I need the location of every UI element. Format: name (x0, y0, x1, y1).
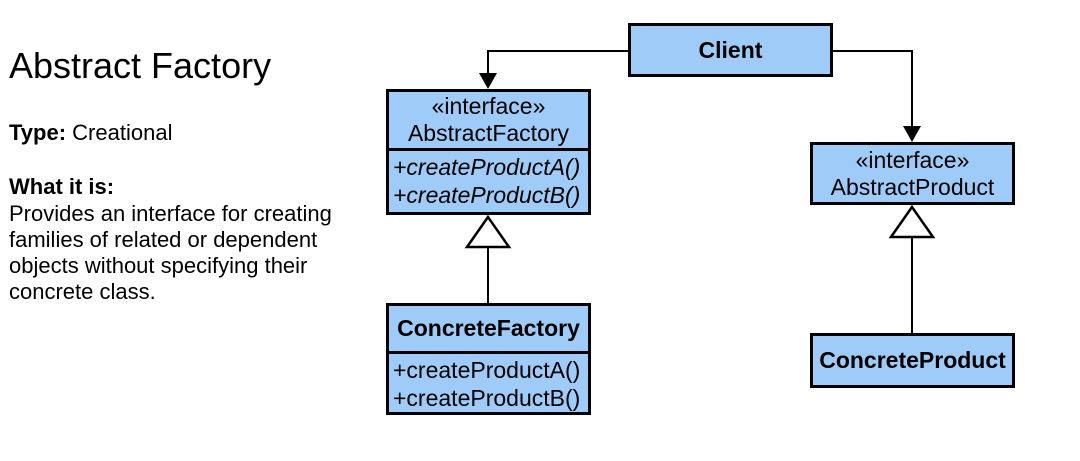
uml-class-client: Client (628, 23, 833, 77)
stereotype-label: «interface» (855, 146, 970, 173)
type-value: Creational (72, 120, 173, 145)
uml-class-concreteproduct: ConcreteProduct (810, 333, 1015, 388)
what-it-is-label: What it is: (9, 174, 115, 199)
arrowhead-icon (479, 73, 497, 89)
method-label: +createProductA() (393, 154, 581, 180)
association-client-abstractfactory (487, 50, 628, 85)
class-name: ConcreteFactory (397, 315, 580, 341)
pattern-type-line: Type: Creational (9, 120, 172, 146)
class-name: Client (698, 36, 763, 63)
uml-interface-abstractfactory: «interface» AbstractFactory +createProdu… (386, 89, 591, 215)
arrowhead-icon (903, 126, 921, 142)
class-name: ConcreteProduct (819, 347, 1006, 373)
uml-interface-abstractproduct: «interface» AbstractProduct (810, 142, 1015, 205)
association-client-abstractproduct (833, 50, 913, 138)
type-label: Type: (9, 120, 67, 145)
page-title: Abstract Factory (9, 45, 272, 86)
method-label: +createProductB() (393, 182, 581, 208)
class-name: AbstractProduct (830, 173, 995, 200)
method-label: +createProductB() (393, 385, 581, 411)
method-label: +createProductA() (393, 357, 581, 383)
methods-compartment: +createProductA() +createProductB() (389, 151, 588, 212)
uml-class-concretefactory: ConcreteFactory +createProductA() +creat… (386, 303, 591, 415)
generalization-triangle-icon (464, 214, 512, 249)
class-name: AbstractFactory (407, 120, 570, 146)
pattern-description: Provides an interface for creating famil… (9, 201, 332, 304)
methods-compartment: +createProductA() +createProductB() (389, 354, 588, 412)
generalization-triangle-icon (888, 204, 936, 239)
stereotype-label: «interface» (431, 93, 546, 119)
